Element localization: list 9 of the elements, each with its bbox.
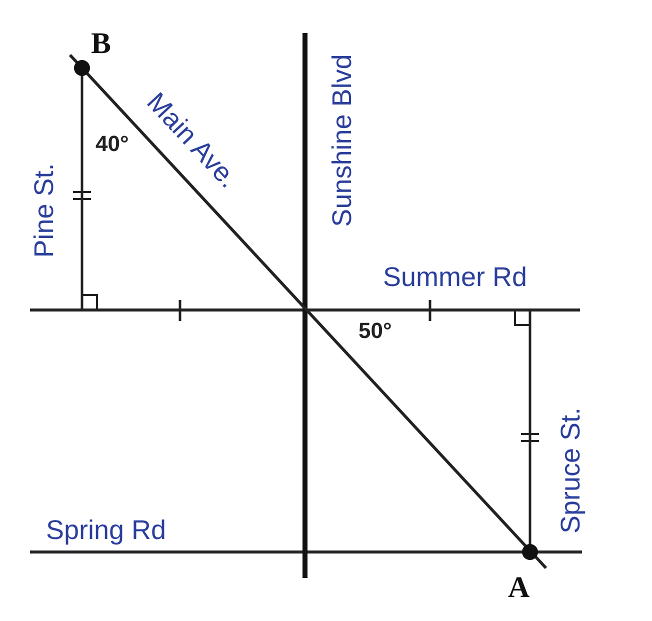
street-name: Spring Rd (46, 516, 166, 544)
angle-label: 50° (358, 320, 392, 342)
street-name: Pine St. (30, 162, 58, 258)
point-label: A (508, 573, 530, 603)
angle-label: 40° (96, 133, 129, 155)
street-name: Summer Rd (383, 264, 528, 290)
street-name: Spruce St. (558, 406, 585, 534)
street-name: Sunshine Blvd (328, 54, 356, 226)
point-label: B (91, 29, 112, 59)
